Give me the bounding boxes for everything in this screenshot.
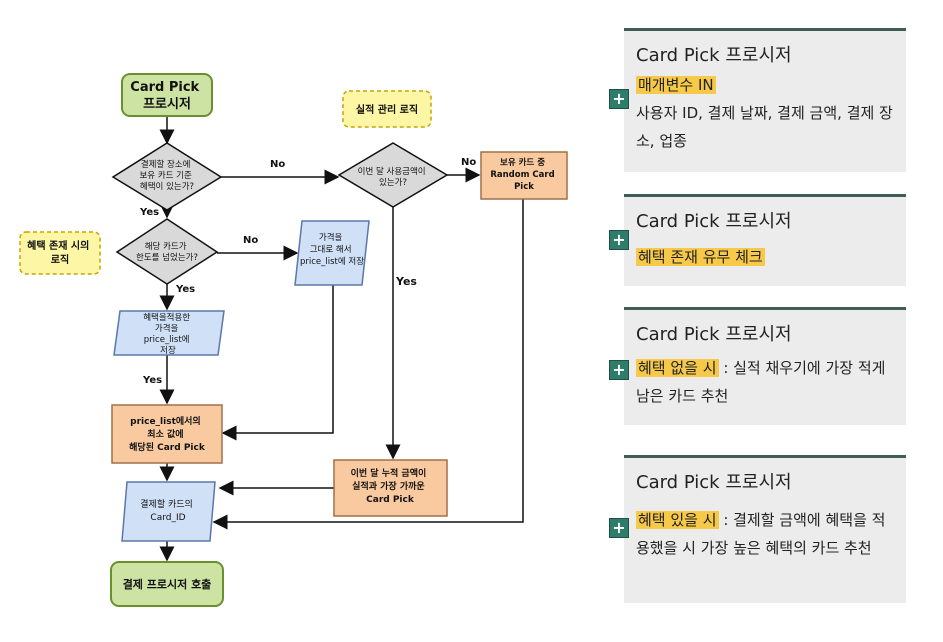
label-p2-yes: Yes bbox=[142, 375, 162, 386]
card-title: Card Pick 프로시저 bbox=[636, 472, 792, 493]
card-title: Card Pick 프로시저 bbox=[636, 45, 792, 66]
expand-plus-icon[interactable]: + bbox=[609, 89, 629, 109]
flowchart: No Yes No Yes No Yes Yes Card Pick 프로시저 … bbox=[19, 73, 568, 607]
card-highlight: 혜택 있을 시 bbox=[636, 511, 719, 529]
note-performance-logic-label: 실적 관리 로직 bbox=[356, 103, 418, 116]
card-benefit-check: Card Pick 프로시저 혜택 존재 유무 체크 + bbox=[609, 194, 906, 286]
decision-monthly-usage bbox=[337, 142, 449, 208]
expand-plus-icon[interactable]: + bbox=[609, 360, 629, 380]
note-benefit-logic-label: 혜택 존재 시의 로직 bbox=[27, 239, 93, 266]
expand-plus-icon[interactable]: + bbox=[609, 518, 629, 538]
note-benefit-logic bbox=[19, 231, 101, 275]
card-highlight: 매개변수 IN bbox=[636, 76, 716, 94]
card-text: : 실적 채우기에 가장 적게 남은 카드 추천 bbox=[636, 359, 886, 405]
random-card-pick-label: 보유 카드 중 Random Card Pick bbox=[490, 157, 557, 192]
label-d3-no: No bbox=[243, 235, 258, 246]
card-title: Card Pick 프로시저 bbox=[636, 324, 792, 345]
label-d1-no: No bbox=[270, 159, 285, 170]
edge-labels: No Yes No Yes No Yes Yes bbox=[139, 157, 476, 386]
card-text: : 결제할 금액에 혜택을 적용했을 시 가장 높은 혜택의 카드 추천 bbox=[636, 511, 886, 557]
expand-plus-icon[interactable]: + bbox=[609, 230, 629, 250]
min-price-card-pick-box bbox=[111, 404, 223, 464]
card-highlight: 혜택 존재 유무 체크 bbox=[636, 248, 765, 266]
card-highlight: 혜택 없을 시 bbox=[636, 359, 719, 377]
closest-performance-card-label: 이번 달 누적 금액이 실적과 가장 가까운 Card Pick bbox=[351, 467, 430, 505]
closest-performance-card-box bbox=[333, 459, 448, 517]
decision-limit-exceeded bbox=[115, 218, 219, 285]
end-node bbox=[110, 561, 224, 607]
card-body: 혜택 있을 시 : 결제할 금액에 혜택을 적용했을 시 가장 높은 혜택의 카… bbox=[636, 506, 896, 562]
label-d3-yes: Yes bbox=[175, 284, 195, 295]
card-no-benefit: Card Pick 프로시저 혜택 없을 시 : 실적 채우기에 가장 적게 남… bbox=[609, 307, 906, 425]
decision-benefit-exists-label: 결제할 장소에 보유 카드 기준 혜택이 있는가? bbox=[139, 159, 194, 192]
card-body: 혜택 없을 시 : 실적 채우기에 가장 적게 남은 카드 추천 bbox=[636, 354, 896, 410]
card-title: Card Pick 프로시저 bbox=[636, 211, 792, 232]
payment-card-id-io bbox=[121, 481, 216, 542]
edge-r1-p3 bbox=[212, 199, 524, 530]
start-node bbox=[121, 73, 213, 117]
min-price-card-pick-label: price_list에서의 최소 값에 해당된 Card Pick bbox=[129, 415, 206, 453]
label-d2-no: No bbox=[461, 157, 476, 168]
decision-limit-exceeded-label: 해당 카드가 한도를 넘었는가? bbox=[136, 241, 198, 263]
decision-monthly-usage-label: 이번 달 사용금액이 있는가? bbox=[358, 166, 429, 188]
note-performance-logic bbox=[342, 90, 432, 128]
label-d2-yes: Yes bbox=[395, 275, 417, 288]
flow-edges bbox=[159, 116, 524, 562]
card-body: 혜택 존재 유무 체크 bbox=[636, 243, 896, 271]
card-text: 사용자 ID, 결제 날짜, 결제 금액, 결제 장소, 업종 bbox=[636, 104, 893, 150]
edge-p1-r2 bbox=[221, 285, 334, 441]
store-price-io bbox=[294, 220, 370, 286]
store-discounted-price-io-label: 혜택을적용한 가격을 price_list에 저장 bbox=[143, 312, 193, 356]
random-card-pick-box bbox=[480, 151, 568, 200]
start-node-label: Card Pick 프로시저 bbox=[130, 80, 203, 112]
card-has-benefit: Card Pick 프로시저 혜택 있을 시 : 결제할 금액에 혜택을 적용했… bbox=[609, 455, 906, 603]
payment-card-id-io-label: 결제할 카드의 Card_ID bbox=[140, 499, 195, 523]
decision-benefit-exists bbox=[111, 142, 223, 211]
store-price-io-label: 가격을 그대로 해서 price_list에 저장 bbox=[300, 232, 364, 267]
store-discounted-price-io bbox=[113, 310, 225, 356]
label-d1-yes: Yes bbox=[139, 207, 159, 218]
end-node-label: 결제 프로시저 호출 bbox=[123, 577, 212, 591]
card-body: 매개변수 IN 사용자 ID, 결제 날짜, 결제 금액, 결제 장소, 업종 bbox=[636, 71, 896, 155]
card-params: Card Pick 프로시저 매개변수 IN 사용자 ID, 결제 날짜, 결제… bbox=[609, 28, 906, 172]
